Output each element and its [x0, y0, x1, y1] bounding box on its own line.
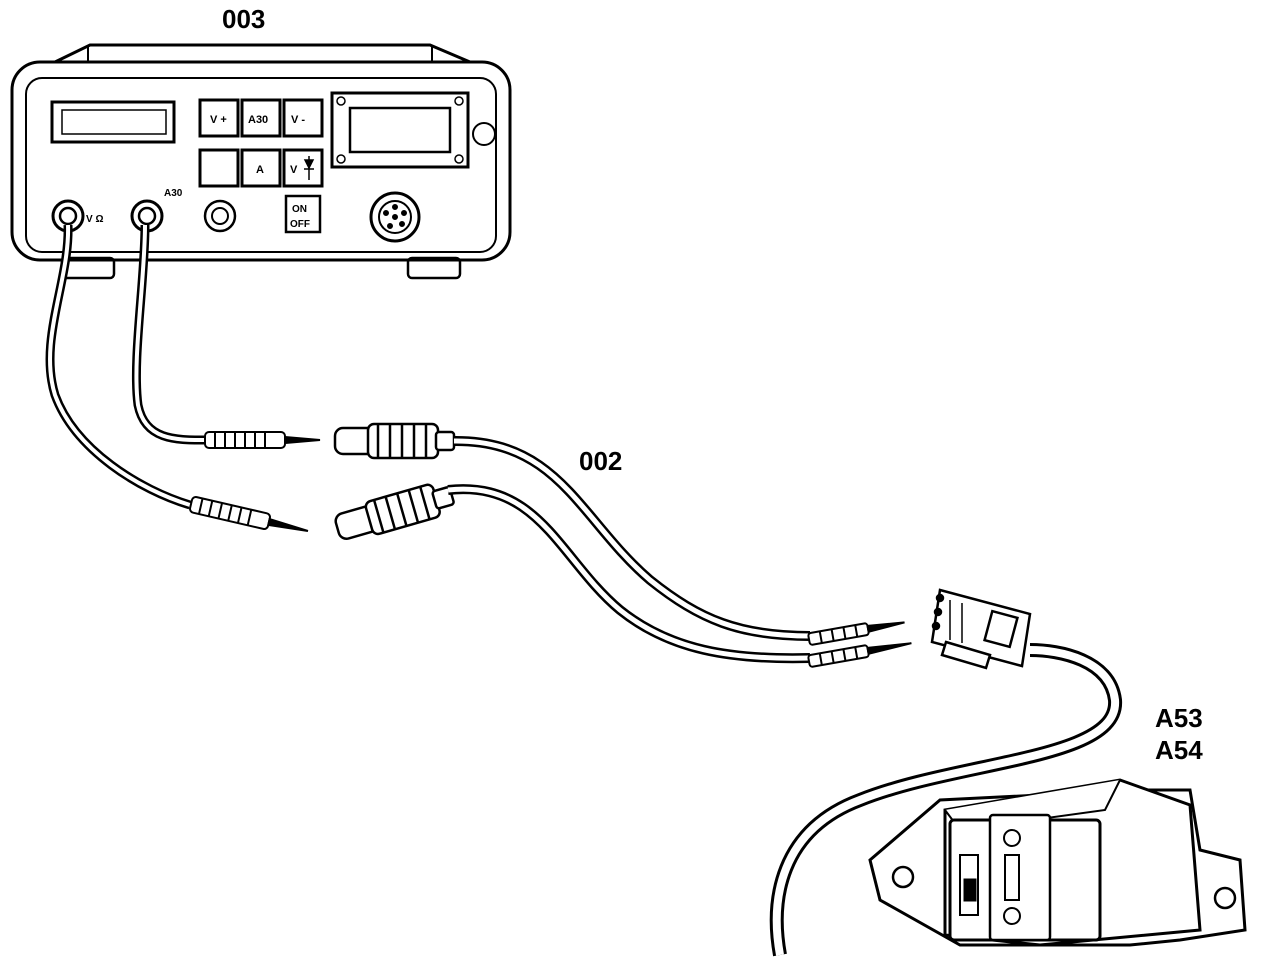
- module-connector[interactable]: [930, 588, 1032, 670]
- button-a30-label: A30: [248, 114, 268, 126]
- button-a-label: A: [256, 164, 264, 176]
- button-v-minus-label: V -: [291, 114, 305, 126]
- button-v-diode[interactable]: V: [282, 148, 324, 188]
- adapter-cable-upper: [453, 435, 811, 641]
- tester-unit: [10, 43, 512, 280]
- adapter-socket-upper[interactable]: [333, 422, 456, 460]
- probe-lower[interactable]: [189, 496, 310, 539]
- control-module: [868, 778, 1247, 947]
- lead-lower: [45, 224, 192, 510]
- lead-upper: [131, 224, 206, 445]
- button-blank[interactable]: [198, 148, 240, 188]
- cable-label: 002: [579, 446, 622, 476]
- module-label-a53: A53: [1155, 703, 1203, 733]
- adapter-cable-lower: [447, 484, 811, 664]
- diode-icon: [303, 156, 315, 180]
- button-v-diode-label: V: [290, 164, 298, 176]
- power-off-label: OFF: [290, 219, 310, 230]
- probe-upper[interactable]: [204, 431, 321, 449]
- button-v-plus-label: V +: [210, 114, 227, 126]
- round-socket: [203, 199, 237, 233]
- adapter-socket-lower[interactable]: [333, 479, 457, 544]
- indicator-lamp: [472, 122, 496, 146]
- button-v-plus[interactable]: V +: [198, 98, 240, 138]
- jack-volt-ohm-label: V Ω: [86, 214, 103, 225]
- module-label-a54: A54: [1155, 735, 1203, 765]
- adapter-pins: [807, 621, 912, 668]
- power-switch[interactable]: ON OFF: [284, 194, 322, 234]
- left-display: [50, 100, 176, 144]
- module-harness: [769, 643, 1123, 957]
- power-on-label: ON: [292, 204, 307, 215]
- diagnostic-socket[interactable]: [369, 191, 421, 243]
- button-v-minus[interactable]: V -: [282, 98, 324, 138]
- tester-label: 003: [222, 4, 265, 34]
- jack-a30-label: A30: [164, 188, 183, 199]
- button-a[interactable]: A: [240, 148, 282, 188]
- button-a30[interactable]: A30: [240, 98, 282, 138]
- right-display: [330, 91, 470, 169]
